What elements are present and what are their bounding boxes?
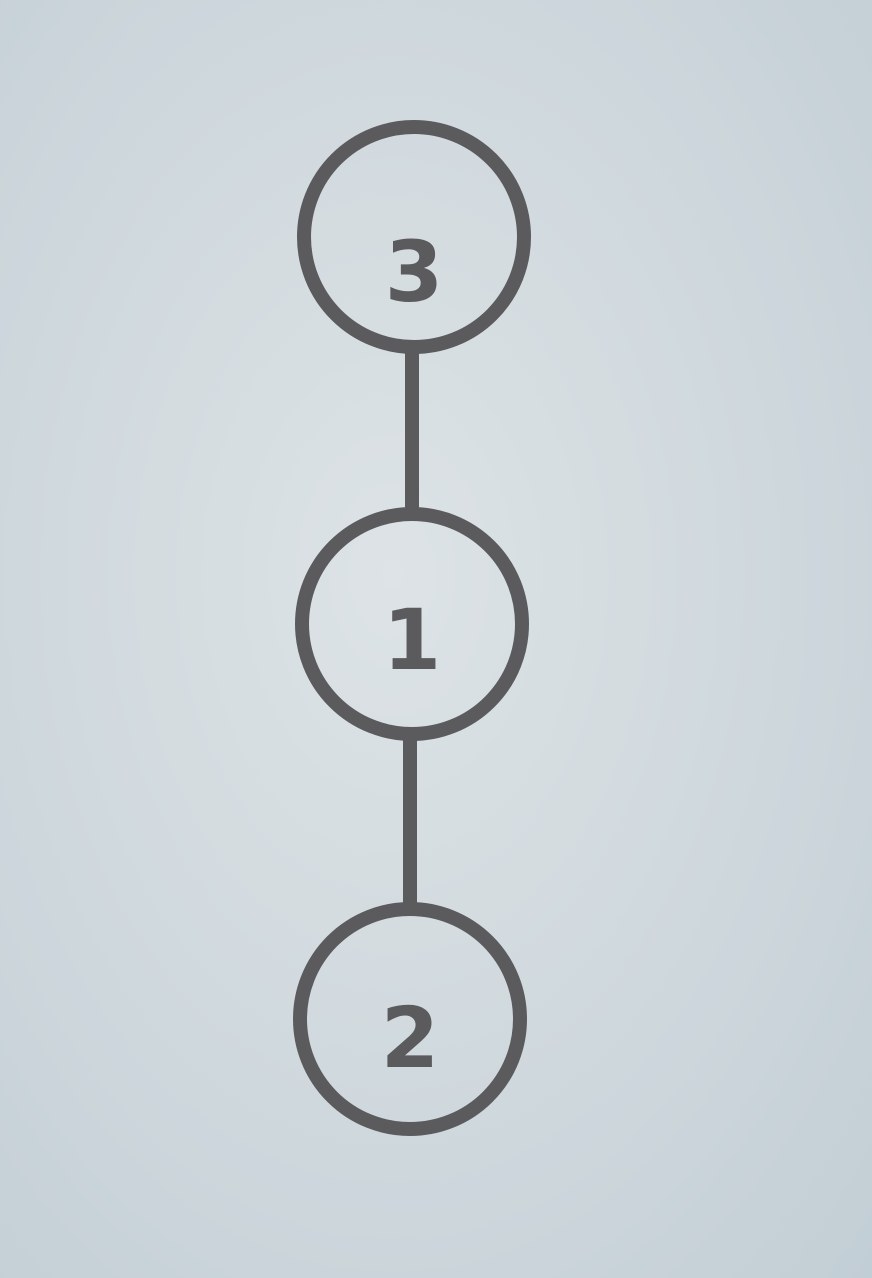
node-3: 3 bbox=[297, 120, 531, 354]
node-2: 2 bbox=[293, 902, 527, 1136]
node-2-circle bbox=[293, 902, 527, 1136]
node-1-label: 1 bbox=[383, 591, 441, 689]
node-3-label: 3 bbox=[385, 223, 443, 321]
node-1: 1 bbox=[295, 507, 529, 741]
node-1-circle bbox=[295, 507, 529, 741]
node-3-circle bbox=[297, 120, 531, 354]
node-2-label: 2 bbox=[381, 989, 439, 1087]
